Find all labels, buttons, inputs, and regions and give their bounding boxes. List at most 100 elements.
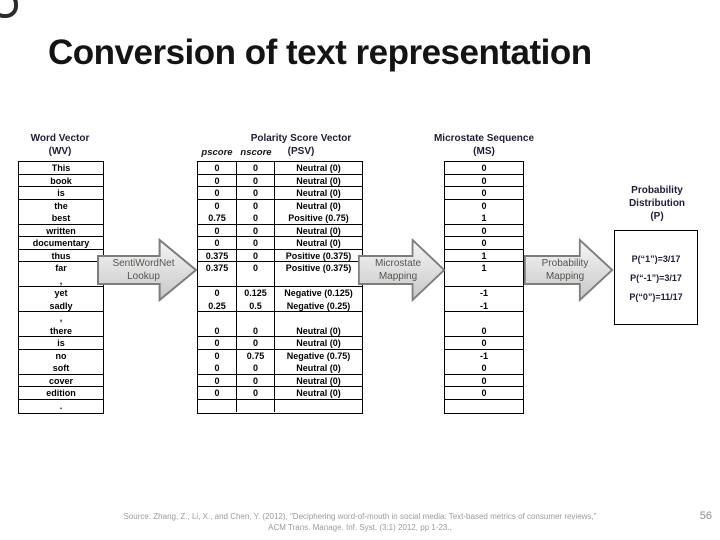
- page-number: 56: [699, 510, 712, 522]
- table-cell: [237, 274, 275, 286]
- table-cell: 0: [481, 325, 487, 336]
- table-cell: Negative (0.25): [286, 300, 351, 311]
- table-cell: 0: [481, 363, 487, 373]
- right-arrow-icon: [97, 238, 198, 302]
- table-cell: sadly: [49, 300, 73, 311]
- table-cell: 0: [237, 262, 275, 275]
- table-cell: 0: [198, 349, 237, 362]
- table-cell: [275, 275, 362, 287]
- arrow-label-line1: Microstate: [374, 258, 422, 269]
- table-row: This: [19, 162, 103, 175]
- table-row: 1: [445, 262, 523, 275]
- microstate-sequence-title-line2: (MS): [473, 146, 495, 157]
- table-row: 0: [445, 200, 523, 213]
- probability-entry: P(“1”)=3/17: [631, 253, 681, 264]
- probability-distribution-header: Probability Distribution (P): [612, 184, 702, 223]
- table-row: book: [19, 175, 103, 187]
- table-cell: 0: [237, 162, 275, 174]
- table-cell: Neutral (0): [296, 163, 341, 173]
- table-cell: This: [51, 163, 71, 173]
- table-row: cover: [19, 375, 103, 387]
- table-cell: 0: [237, 362, 275, 374]
- table-cell: Positive (0.375): [285, 250, 352, 261]
- table-cell: ,: [59, 275, 63, 286]
- table-cell: written: [46, 225, 76, 236]
- table-row: thus: [19, 250, 103, 262]
- slide-corner-mark: [0, 0, 18, 18]
- table-cell: -1: [479, 300, 488, 311]
- table-cell: 0: [198, 162, 237, 174]
- table-cell: there: [49, 325, 72, 336]
- table-cell: 0: [198, 374, 237, 386]
- probability-distribution-title-line1: Probability: [631, 185, 683, 196]
- table-cell: 0: [198, 174, 237, 186]
- arrow-label: SentiWordNet Lookup: [91, 257, 196, 283]
- table-cell: 0: [481, 375, 487, 386]
- table-row: is: [19, 187, 103, 200]
- table-row: 0: [445, 237, 523, 250]
- table-row: best: [19, 212, 103, 225]
- table-cell: 0: [481, 175, 487, 186]
- table-row: yet: [19, 287, 103, 300]
- table-cell: 0: [237, 387, 275, 399]
- table-row: documentary: [19, 237, 103, 250]
- table-row: .: [19, 400, 103, 413]
- page-title: Conversion of text representation: [48, 33, 592, 72]
- arrow-label-line1: Probability: [541, 258, 589, 269]
- table-cell: cover: [48, 375, 74, 386]
- table-cell: 0: [237, 174, 275, 186]
- table-row: 0: [445, 387, 523, 400]
- table-row: [445, 400, 523, 413]
- table-cell: edition: [46, 388, 76, 398]
- microstate-sequence-title-line1: Microstate Sequence: [433, 133, 535, 144]
- table-cell: 0.375: [198, 262, 237, 275]
- table-row: [445, 275, 523, 287]
- table-cell: 0.75: [198, 212, 237, 224]
- table-row: 0: [445, 225, 523, 237]
- arrow-label-line2: Mapping: [545, 271, 585, 282]
- arrow-label-line2: Mapping: [378, 271, 418, 282]
- table-cell: .: [59, 400, 63, 411]
- table-cell: 0: [198, 362, 237, 374]
- table-cell: 0: [198, 237, 237, 249]
- table-cell: the: [54, 200, 68, 211]
- table-cell: -1: [479, 350, 488, 361]
- table-row: [198, 312, 362, 325]
- table-cell: 0.75: [237, 349, 275, 362]
- word-vector-title-line1: Word Vector: [30, 133, 90, 144]
- table-cell: Positive (0.375): [285, 263, 352, 273]
- table-row: written: [19, 225, 103, 237]
- table-cell: [445, 312, 523, 325]
- table-cell: no: [55, 350, 67, 361]
- microstate-sequence-header: Microstate Sequence (MS): [432, 132, 536, 158]
- table-cell: 0: [481, 188, 487, 198]
- table-cell: 1: [481, 263, 487, 273]
- table-cell: Neutral (0): [296, 338, 341, 348]
- table-cell: Positive (0.75): [288, 213, 349, 223]
- source-citation-line2: ACM Trans. Manage. Inf. Syst. (3:1) 2012…: [268, 523, 452, 532]
- table-cell: -1: [479, 288, 488, 298]
- table-cell: 0: [237, 374, 275, 386]
- table-cell: 0: [481, 338, 487, 348]
- table-cell: 0: [481, 238, 487, 248]
- table-row: 0: [445, 362, 523, 375]
- table-cell: 0: [237, 224, 275, 236]
- table-row: 1: [445, 250, 523, 262]
- table-cell: 1: [481, 213, 487, 223]
- table-cell: Neutral (0): [296, 375, 341, 386]
- table-cell: 0: [481, 225, 487, 236]
- table-row: there: [19, 325, 103, 337]
- table-row: 0: [445, 375, 523, 387]
